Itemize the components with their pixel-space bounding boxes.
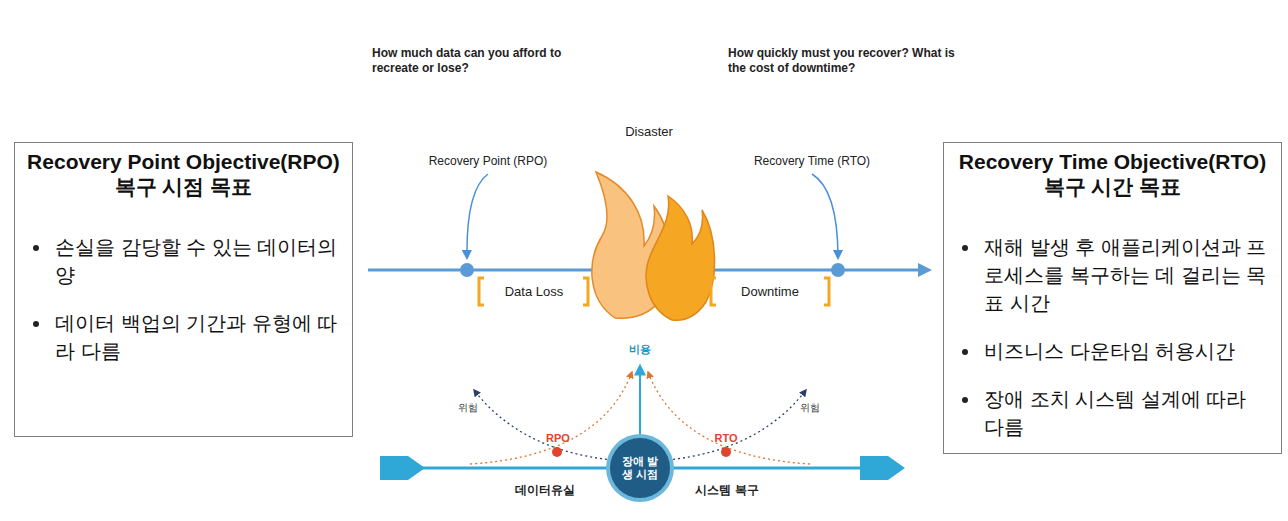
flame	[646, 196, 714, 320]
chart-label: 시스템 복구	[695, 483, 758, 498]
heading-text: 복구 시점 목표	[115, 175, 253, 198]
risk-curve	[474, 390, 612, 460]
circle-text: 장애 발생 시점	[618, 455, 662, 481]
bullet-dot	[962, 397, 968, 403]
chart-label: Downtime	[741, 284, 799, 300]
chart-label: 비용	[629, 343, 651, 357]
heading-text: 복구 시간 목표	[1044, 175, 1182, 198]
risk-curve	[668, 390, 806, 460]
bullet-dot	[33, 245, 39, 251]
timeline-arrow	[918, 263, 932, 277]
panel-heading: 복구 시점 목표	[25, 174, 342, 199]
chart-label: RPO	[546, 432, 570, 446]
cost-axis	[639, 366, 641, 436]
chart-label: RTO	[714, 432, 737, 446]
panel-heading: Recovery Point Objective(RPO)	[25, 149, 342, 174]
bracket	[583, 278, 588, 305]
chart-label: 데이터유실	[515, 483, 575, 498]
rto-dot	[721, 447, 731, 457]
bullet-item: 데이터 백업의 기간과 유형에 따라 다름	[25, 309, 342, 365]
heading-text: Recovery Time Objective(RTO)	[959, 150, 1266, 173]
bullet-text: 재해 발생 후 애플리케이션과 프로세스를 복구하는 데 걸리는 목표 시간	[984, 236, 1266, 314]
definition-panel: Recovery Point Objective(RPO)복구 시점 목표손실을…	[14, 142, 353, 437]
chart-label: 위험	[800, 402, 820, 415]
rto-point	[831, 263, 845, 277]
chart-label: Data Loss	[505, 284, 564, 300]
bullet-item: 비즈니스 다운타임 허용시간	[954, 337, 1271, 365]
question-text: How much data can you afford to recreate…	[372, 46, 592, 76]
cost-curve	[648, 372, 810, 464]
bullet-text: 데이터 백업의 기간과 유형에 따라 다름	[55, 312, 337, 362]
event-circle: 장애 발생 시점	[610, 438, 670, 498]
bracket	[711, 278, 716, 305]
bullet-text: 비즈니스 다운타임 허용시간	[984, 340, 1235, 362]
chart-label: Disaster	[625, 124, 673, 140]
rpo-dot	[552, 447, 562, 457]
bullet-dot	[962, 245, 968, 251]
leader-line	[812, 174, 838, 258]
question-text: How quickly must you recover? What is th…	[728, 46, 958, 76]
bullet-text: 장애 조치 시스템 설계에 따라 다름	[984, 388, 1246, 438]
axis-arrow	[860, 456, 905, 480]
chart-label: 위험	[458, 402, 478, 415]
bullet-dot	[962, 349, 968, 355]
heading-text: Recovery Point Objective(RPO)	[27, 150, 340, 173]
bracket	[479, 278, 484, 305]
axis-arrow	[380, 456, 425, 480]
leader-line	[467, 174, 488, 258]
bracket	[824, 278, 829, 305]
bullet-text: 손실을 감당할 수 있는 데이터의 양	[55, 236, 337, 286]
cost-curve	[470, 372, 632, 464]
chart-label: Recovery Time (RTO)	[754, 154, 870, 169]
bullet-item: 재해 발생 후 애플리케이션과 프로세스를 복구하는 데 걸리는 목표 시간	[954, 233, 1271, 317]
rpo-point	[460, 263, 474, 277]
bullet-item: 손실을 감당할 수 있는 데이터의 양	[25, 233, 342, 289]
panel-heading: Recovery Time Objective(RTO)	[954, 149, 1271, 174]
bullet-item: 장애 조치 시스템 설계에 따라 다름	[954, 385, 1271, 441]
chart-label: Recovery Point (RPO)	[429, 154, 548, 169]
bullet-dot	[33, 321, 39, 327]
panel-heading: 복구 시간 목표	[954, 174, 1271, 199]
definition-panel: Recovery Time Objective(RTO)복구 시간 목표재해 발…	[943, 142, 1282, 454]
